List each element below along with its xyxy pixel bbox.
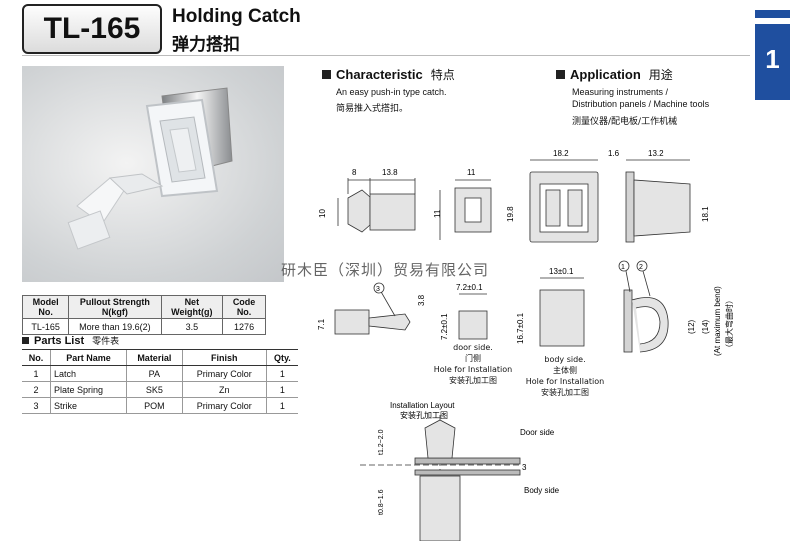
dim-11-height: 11 [433,209,442,218]
bend-note-cn: （最大弯曲时） [724,296,734,352]
install-body-thickness: t0.8~1.6 [378,489,385,515]
body-hole-labels: body side. 主体侧 Hole for Installation 安装孔… [525,355,605,397]
spec-header-pullout: Pullout Strength N(kgf) [68,295,162,319]
door-hole-labels: door side. 门侧 Hole for Installation 安装孔加… [433,343,513,385]
dim-1-6: 1.6 [608,149,620,158]
application-line-1: Measuring instruments / [572,87,669,97]
company-watermark: 研木臣（深圳）贸易有限公司 [281,261,490,279]
bend-view [618,260,669,353]
install-door-thickness: t1.2~2.0 [378,429,385,455]
body-hole-width: 13±0.1 [549,267,574,276]
body-hole-view [539,277,585,347]
table-row: 2 Plate Spring SK5 Zn 1 [22,381,298,398]
characteristic-text: An easy push-in type catch. [336,87,447,97]
dim-3-8: 3.8 [417,294,426,306]
part-material: POM [126,397,183,414]
page-tab-number: 1 [765,44,780,74]
part-material: PA [126,365,183,382]
install-title: Installation Layout [390,401,455,410]
dim-19-8: 19.8 [506,206,515,222]
bend-callout-1: 1 [621,264,625,271]
bend-note: (At maximum bend) [713,286,722,356]
parts-table-header: No. Part Name Material Finish Qty. [22,349,298,366]
part-name: Plate Spring [49,381,127,398]
part-finish: Zn [181,381,267,398]
door-hole-height: 7.2±0.1 [440,313,449,340]
model-number-box: TL-165 [22,4,162,54]
spec-pullout: More than 19.6(2) [68,318,162,335]
spec-model: TL-165 [21,318,70,335]
parts-header-finish: Finish [181,349,267,366]
part-qty: 1 [265,381,298,398]
dim-7-1: 7.1 [317,318,326,330]
spec-table-header: Model No. Pullout Strength N(kgf) Net We… [21,295,266,319]
spec-header-weight: Net Weight(g) [160,295,224,319]
page-tab[interactable]: 1 [755,10,790,100]
part-name: Strike [49,397,127,414]
install-title-cn: 安装孔加工图 [400,410,448,420]
door-hole-width: 7.2±0.1 [456,283,483,292]
install-gap: 3 [522,463,527,472]
latch-front-view [454,179,492,233]
strike-callout: 3 [376,286,380,293]
parts-header-name: Part Name [49,349,127,366]
install-door-side: Door side [520,428,555,437]
body-side-view [625,159,691,243]
dim-10: 10 [318,209,327,218]
parts-header-material: Material [126,349,183,366]
part-qty: 1 [265,397,298,414]
dim-13-8: 13.8 [382,168,398,177]
spec-table-row: TL-165 More than 19.6(2) 3.5 1276 [21,318,266,335]
part-finish: Primary Color [181,365,267,382]
bend-dim-14: (14) [701,319,710,334]
body-hole-height: 16.7±0.1 [516,312,525,344]
product-title: Holding Catch [172,6,301,27]
strike-view [334,282,411,335]
dim-18-1: 18.1 [701,206,710,222]
dim-13-2: 13.2 [648,149,664,158]
table-row: 1 Latch PA Primary Color 1 [22,365,298,382]
product-photo-illustration [67,87,233,250]
header-divider [22,55,750,56]
bend-callout-2: 2 [639,264,643,271]
parts-header-no: No. [22,349,51,366]
product-photo [22,66,284,282]
bend-dim-12: (12) [687,319,696,334]
part-no: 2 [22,381,51,398]
body-front-view [529,159,599,243]
part-name: Latch [49,365,127,382]
page-tab-stripe [755,18,790,24]
parts-table: No. Part Name Material Finish Qty. 1 Lat… [22,349,298,414]
door-hole-view [458,293,488,340]
application-line-cn: 测量仪器/配电板/工作机械 [572,117,678,127]
install-body-side: Body side [524,486,560,495]
latch-side-view [337,178,531,240]
part-no: 1 [22,365,51,382]
spec-header-model: Model No. [21,295,70,319]
product-title-cn: 弹力搭扣 [172,35,240,55]
installation-layout [360,415,521,541]
dim-11-width: 11 [467,168,476,177]
spec-code: 1276 [222,318,266,335]
table-row: 3 Strike POM Primary Color 1 [22,397,298,414]
spec-table: Model No. Pullout Strength N(kgf) Net We… [21,295,266,335]
dim-8: 8 [352,168,357,177]
characteristic-text-cn: 简易推入式搭扣。 [336,104,409,114]
dim-18-2: 18.2 [553,149,569,158]
part-material: SK5 [126,381,183,398]
part-finish: Primary Color [181,397,267,414]
part-qty: 1 [265,365,298,382]
parts-header-qty: Qty. [265,349,298,366]
application-line-2: Distribution panels / Machine tools [572,99,710,109]
part-no: 3 [22,397,51,414]
